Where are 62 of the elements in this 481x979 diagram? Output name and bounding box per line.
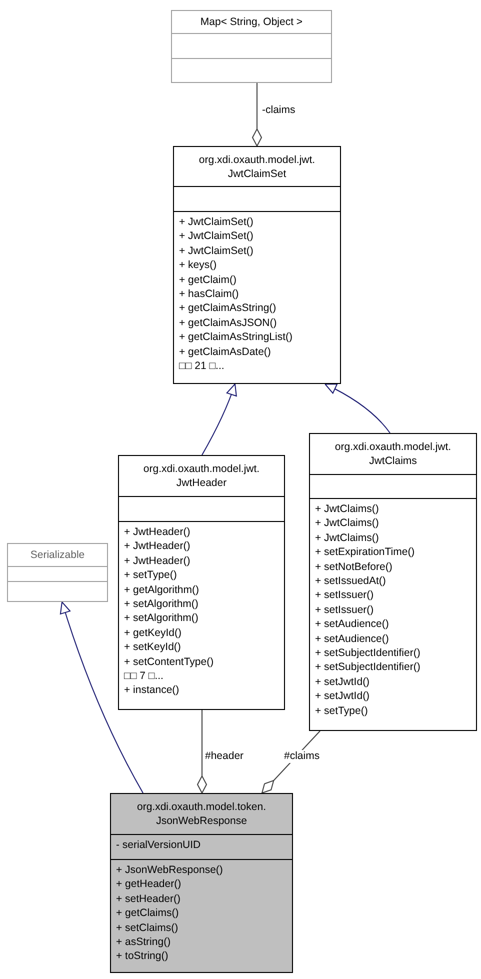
member-text: + toString() xyxy=(116,949,170,964)
member-text: + getClaimAsDate() xyxy=(179,344,272,360)
class-name: org.xdi.oxauth.model.token. JsonWebResponse xyxy=(136,800,267,829)
class-box xyxy=(7,543,108,602)
member-text: + setExpirationTime() xyxy=(315,545,416,560)
member-text: + JwtHeader() xyxy=(124,554,192,568)
member-text: + setClaims() xyxy=(116,920,180,936)
member-text: + setType() xyxy=(315,704,369,718)
member-text: + instance() xyxy=(124,683,180,698)
member-text: + getHeader() xyxy=(116,877,182,892)
member-text: + JwtClaimSet() xyxy=(179,215,254,230)
member-text: + getClaimAsJSON() xyxy=(179,316,278,330)
class-name: org.xdi.oxauth.model.jwt. JwtClaims xyxy=(334,440,452,469)
member-text: + getClaims() xyxy=(116,906,180,921)
member-text: + setAudience() xyxy=(315,632,390,646)
member-text: + setSubjectIdentifier() xyxy=(315,646,422,660)
member-text: + setKeyId() xyxy=(124,640,182,655)
member-text: + setJwtId() xyxy=(315,689,371,704)
member-text: - serialVersionUID xyxy=(116,838,202,852)
class-name: Serializable xyxy=(29,548,86,563)
member-text: + setType() xyxy=(124,568,178,583)
member-text: + asString() xyxy=(116,935,172,950)
member-text: + setIssuedAt() xyxy=(315,574,387,588)
member-text: + setAlgorithm() xyxy=(124,611,200,626)
member-text: + getClaimAsString() xyxy=(179,301,278,316)
member-text: + setJwtId() xyxy=(315,674,371,690)
class-name: org.xdi.oxauth.model.jwt. JwtHeader xyxy=(142,462,261,491)
member-text: + hasClaim() xyxy=(179,287,240,302)
member-text: + JwtHeader() xyxy=(124,525,192,540)
member-text: + JwtHeader() xyxy=(124,539,192,554)
member-text: + getClaimAsStringList() xyxy=(179,330,294,345)
member-text: + setHeader() xyxy=(116,892,182,906)
member-text: + setIssuer() xyxy=(315,602,375,618)
member-text: □□ 7 □... xyxy=(124,669,164,684)
member-text: + JwtClaimSet() xyxy=(179,229,254,244)
member-text: + JwtClaimSet() xyxy=(179,244,254,258)
inheritance-arrow xyxy=(60,602,144,794)
edge-label: #claims xyxy=(284,750,320,763)
class-box xyxy=(110,793,293,973)
member-text: □□ 21 □... xyxy=(179,359,226,374)
inheritance-arrow xyxy=(202,384,237,456)
member-text: + JwtClaims() xyxy=(315,502,380,516)
member-text: + setSubjectIdentifier() xyxy=(315,660,422,675)
member-text: + getClaim() xyxy=(179,272,238,288)
member-text: + keys() xyxy=(179,258,218,273)
class-box xyxy=(118,455,285,710)
inheritance-arrow xyxy=(324,384,390,434)
member-text: + setAlgorithm() xyxy=(124,597,200,612)
class-box xyxy=(171,10,332,83)
member-text: + setContentType() xyxy=(124,654,215,670)
member-text: + getKeyId() xyxy=(124,626,182,640)
member-text: + setIssuer() xyxy=(315,588,375,603)
class-box xyxy=(173,146,341,384)
member-text: + getAlgorithm() xyxy=(124,582,200,598)
member-text: + JwtClaims() xyxy=(315,516,380,531)
class-name: Map< String, Object > xyxy=(199,15,304,30)
class-box xyxy=(309,433,477,731)
member-text: + JsonWebResponse() xyxy=(116,863,224,878)
member-text: + setNotBefore() xyxy=(315,560,394,574)
member-text: + setAudience() xyxy=(315,617,390,632)
member-text: + JwtClaims() xyxy=(315,530,380,546)
class-name: org.xdi.oxauth.model.jwt. JwtClaimSet xyxy=(198,152,316,182)
